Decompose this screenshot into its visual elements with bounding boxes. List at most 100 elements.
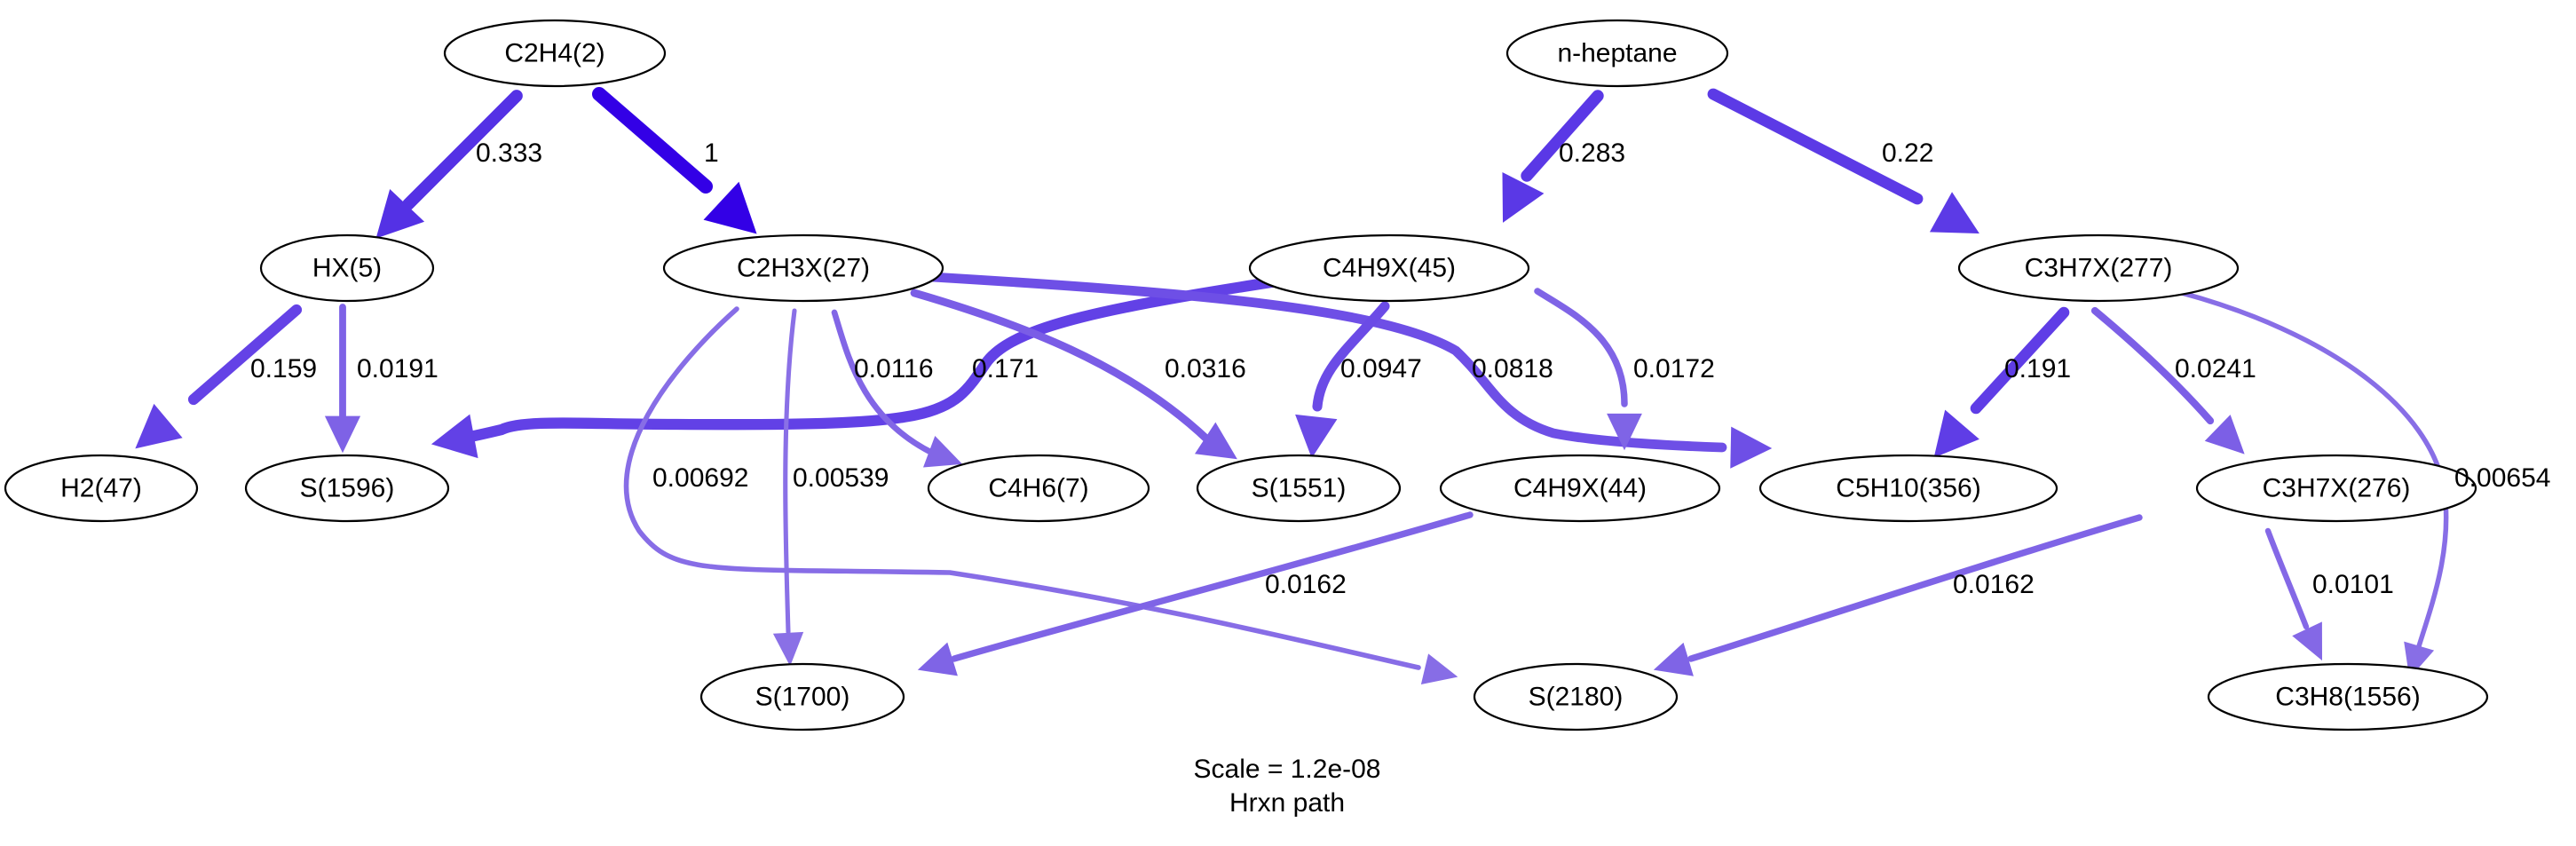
- node-label: C3H7X(276): [2263, 474, 2411, 503]
- edge-line: [1687, 514, 2143, 662]
- edge-label: 0.0947: [1340, 354, 1422, 383]
- edge-label: 0.283: [1559, 138, 1625, 168]
- edge-arrowhead: [1295, 414, 1338, 459]
- edge-label: 0.191: [2004, 354, 2071, 383]
- edge-label: 0.0162: [1953, 570, 2035, 599]
- node-s_1551: S(1551): [1196, 454, 1402, 523]
- node-ellipse: [2207, 662, 2489, 731]
- edge-label: 0.00692: [652, 463, 748, 493]
- edge-c2h3x_27-to-s_1551: [910, 289, 1237, 460]
- edge-arrowhead: [431, 414, 478, 459]
- node-label: C4H6(7): [988, 474, 1088, 503]
- node-h2_47: H2(47): [4, 454, 199, 523]
- edge-arrowhead: [375, 189, 425, 239]
- edge-hx_5-to-h2_47: [135, 304, 303, 449]
- edge-label: 0.0191: [357, 354, 439, 383]
- node-c5h10_356: C5H10(356): [1758, 454, 2058, 523]
- edge-c2h3x_27-to-s_2180: [623, 306, 1458, 684]
- edge-line: [2179, 290, 2449, 649]
- edge-label: 1: [704, 138, 719, 168]
- edge-c3h7x_276-to-s_2180: [1653, 514, 2143, 676]
- edge-line: [2090, 306, 2215, 425]
- edge-arrowhead: [1933, 409, 1979, 458]
- edge-line: [951, 511, 1474, 662]
- edge-line: [1312, 301, 1390, 412]
- node-c2h3x_27: C2H3X(27): [662, 233, 944, 303]
- edge-c2h4_2-to-c2h3x_27: [592, 87, 757, 234]
- node-ellipse: [1248, 233, 1530, 303]
- node-label: C4H9X(45): [1323, 254, 1456, 283]
- edge-arrowhead: [1653, 642, 1694, 676]
- node-ellipse: [1957, 233, 2240, 303]
- node-ellipse: [443, 19, 667, 88]
- node-ellipse: [1758, 454, 2058, 523]
- node-s_1700: S(1700): [699, 662, 905, 731]
- edge-line: [1534, 288, 1628, 407]
- edge-line: [592, 87, 713, 194]
- node-ellipse: [699, 662, 905, 731]
- node-label: HX(5): [312, 254, 382, 283]
- edge-n_heptane-to-c3h7x_277: [1707, 88, 1979, 234]
- node-ellipse: [2195, 454, 2477, 523]
- edge-line: [1970, 306, 2070, 415]
- edge-line: [927, 272, 1727, 453]
- node-s_1596: S(1596): [244, 454, 450, 523]
- edge-label: 0.0116: [854, 354, 934, 383]
- edge-line: [831, 309, 936, 456]
- node-c4h9x_45: C4H9X(45): [1248, 233, 1530, 303]
- node-label: C4H9X(44): [1513, 474, 1647, 503]
- edge-line: [455, 271, 1311, 445]
- edge-layer: [135, 87, 2449, 684]
- edge-c2h3x_27-to-c4h6_7: [831, 309, 963, 468]
- edge-label: 0.0818: [1472, 354, 1553, 383]
- node-label: H2(47): [60, 474, 142, 503]
- edge-arrowhead: [1194, 422, 1237, 460]
- edge-c3h7x_277-to-c5h10_356: [1933, 306, 2070, 458]
- edge-label: 0.22: [1882, 138, 1933, 168]
- edge-label: 0.333: [476, 138, 542, 168]
- edge-arrowhead: [135, 403, 183, 449]
- edge-c4h9x_45-to-s_1551: [1295, 301, 1390, 459]
- edge-arrowhead: [1929, 192, 1979, 234]
- node-c3h8_1556: C3H8(1556): [2207, 662, 2489, 731]
- edge-arrowhead: [772, 631, 804, 667]
- node-c3h7x_276: C3H7X(276): [2195, 454, 2477, 523]
- edge-arrowhead: [923, 435, 963, 468]
- edge-arrowhead: [1607, 413, 1642, 451]
- edge-arrowhead: [324, 415, 361, 454]
- edge-hx_5-to-s_1596: [324, 304, 361, 454]
- edge-line: [783, 308, 797, 635]
- edge-c2h3x_27-to-c5h10_356: [927, 272, 1773, 469]
- diagram-title: Hrxn path: [1229, 788, 1345, 818]
- scale-caption: Scale = 1.2e-08: [1194, 755, 1381, 784]
- edge-n_heptane-to-c4h9x_45: [1502, 90, 1604, 223]
- node-ellipse: [259, 233, 435, 303]
- edge-line: [623, 306, 1421, 670]
- edge-arrowhead: [1730, 426, 1773, 469]
- edge-c3h7x_276-to-c3h8_1556: [2264, 527, 2323, 661]
- node-label: C2H4(2): [504, 39, 604, 68]
- node-ellipse: [4, 454, 199, 523]
- edge-arrowhead: [2204, 415, 2245, 455]
- edge-line: [1521, 90, 1604, 182]
- edge-label: 0.171: [972, 354, 1039, 383]
- edge-label: 0.0241: [2175, 354, 2256, 383]
- edge-line: [910, 289, 1212, 444]
- node-label: S(1596): [300, 474, 395, 503]
- node-c3h7x_277: C3H7X(277): [1957, 233, 2240, 303]
- node-ellipse: [244, 454, 450, 523]
- edge-line: [1707, 88, 1924, 205]
- node-s_2180: S(2180): [1473, 662, 1679, 731]
- edge-label: 0.0172: [1633, 354, 1715, 383]
- edge-label: 0.159: [250, 354, 317, 383]
- edge-arrowhead: [1502, 171, 1545, 223]
- node-hx_5: HX(5): [259, 233, 435, 303]
- node-ellipse: [662, 233, 944, 303]
- node-label: n-heptane: [1557, 39, 1677, 68]
- node-ellipse: [1439, 454, 1721, 523]
- edge-label: 0.0101: [2312, 570, 2394, 599]
- node-c4h6_7: C4H6(7): [927, 454, 1150, 523]
- edge-line: [187, 304, 303, 406]
